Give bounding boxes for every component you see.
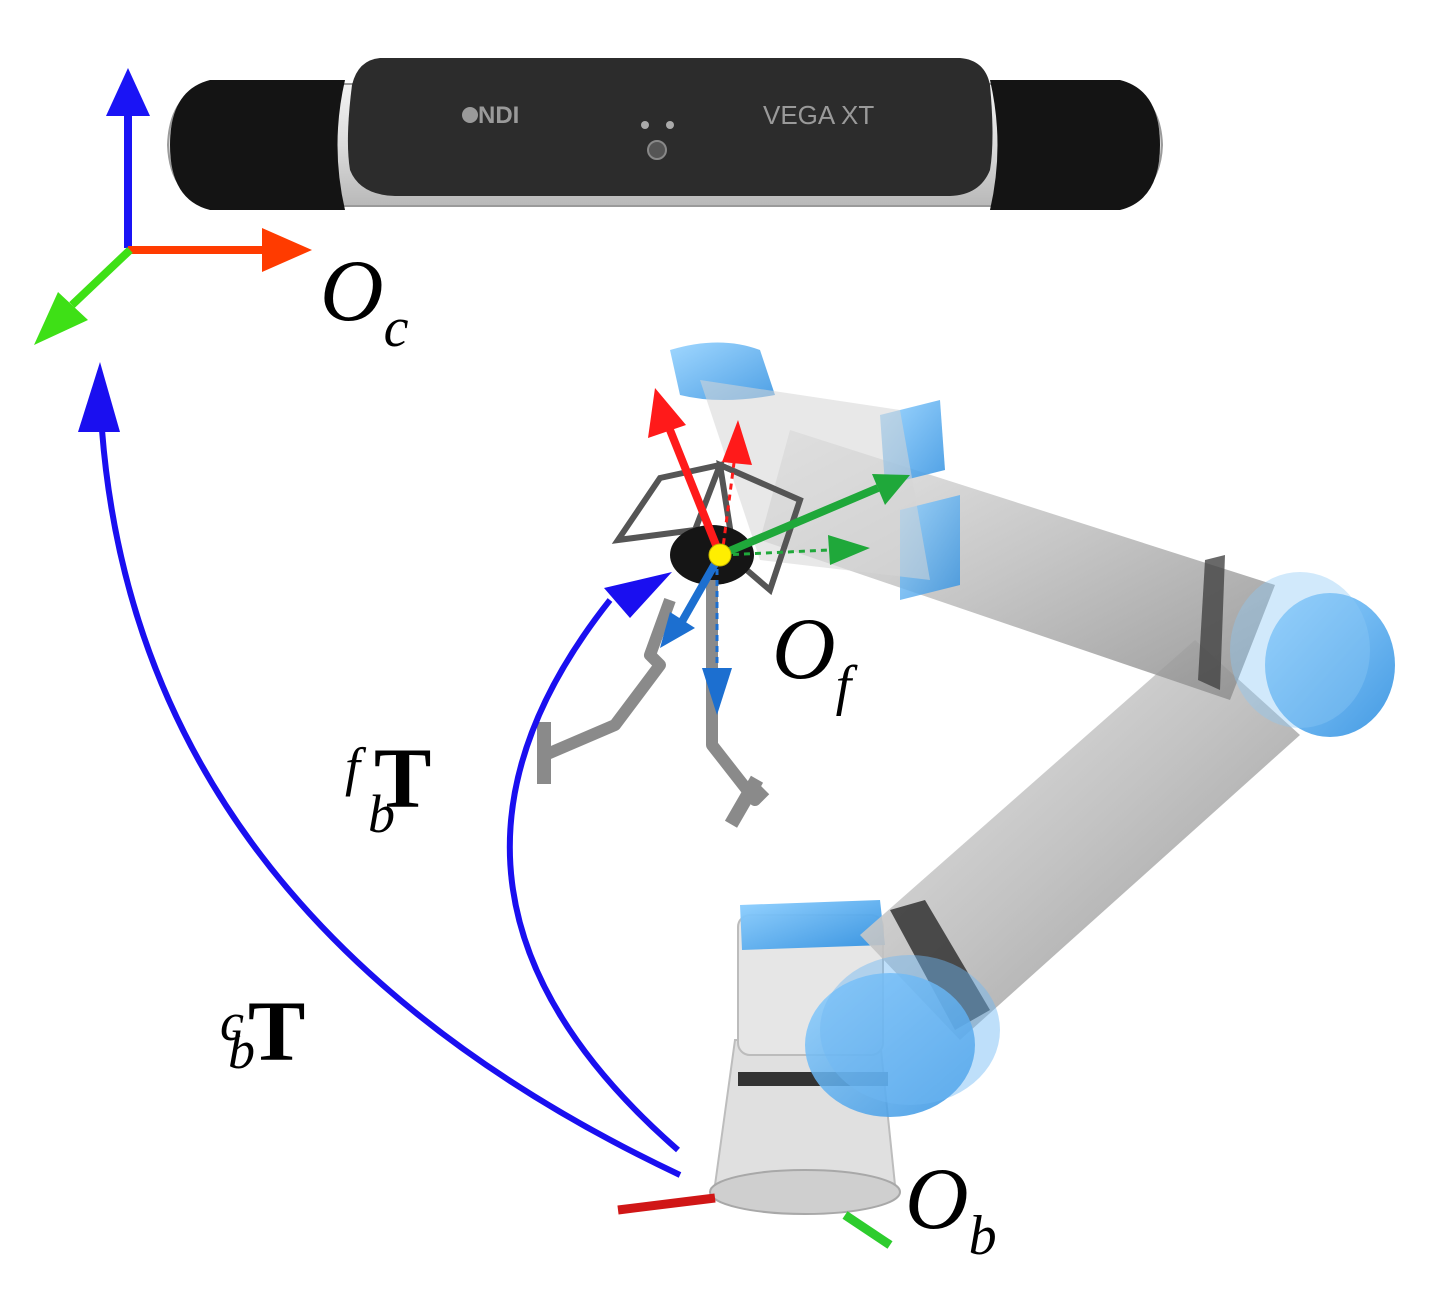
robot-lower-link bbox=[860, 640, 1300, 1040]
camera-left-lens-pod bbox=[170, 80, 345, 210]
camera-right-lens-pod bbox=[990, 80, 1160, 210]
transform-base-to-flange-arrow bbox=[506, 598, 680, 1153]
robot-shoulder-joint-cap-ghost bbox=[820, 955, 1000, 1105]
transform-base-to-flange-subscript: b bbox=[368, 784, 395, 844]
robot-elbow-joint-cap-ghost bbox=[1230, 572, 1370, 728]
robot-shoulder-joint-cap bbox=[805, 973, 975, 1117]
camera-model-label: VEGA XT bbox=[763, 100, 874, 130]
robot-lower-link-band bbox=[890, 900, 990, 1030]
robot-base-foot bbox=[709, 1169, 901, 1215]
flange-frame-label: Of bbox=[772, 601, 859, 717]
flange-coordinate-frame: Of bbox=[648, 388, 910, 717]
camera-frame-label: Oc bbox=[320, 243, 409, 359]
camera-brand-logo bbox=[462, 107, 478, 123]
transform-base-to-camera-arrow bbox=[99, 429, 682, 1178]
robot-arm bbox=[670, 342, 1395, 1215]
transform-base-to-flange-arrowhead bbox=[604, 572, 672, 618]
camera-y-arrowhead bbox=[34, 292, 88, 345]
base-coordinate-frame: Ob bbox=[617, 1151, 997, 1267]
flange-y-axis bbox=[718, 484, 880, 559]
camera-x-arrowhead bbox=[262, 228, 312, 272]
base-y-axis bbox=[842, 1211, 893, 1249]
camera-center-lens bbox=[647, 140, 667, 160]
flange-y-dashed-arrowhead bbox=[828, 535, 870, 565]
camera-y-axis bbox=[69, 247, 133, 308]
flange-y-axis-dashed bbox=[721, 548, 831, 557]
flange-z-dashed-arrowhead bbox=[702, 668, 732, 715]
transform-base-to-camera-label: cT bbox=[220, 983, 305, 1079]
camera-coordinate-frame: Oc bbox=[34, 68, 409, 359]
tool-center-point bbox=[708, 543, 732, 567]
flange-x-arrowhead bbox=[648, 388, 686, 438]
robot-upper-link-band bbox=[1198, 555, 1225, 690]
transform-base-to-camera-arrowhead bbox=[78, 362, 120, 432]
tool-probe-left bbox=[539, 597, 676, 780]
camera-indicator-led-left bbox=[641, 121, 649, 129]
base-x-axis bbox=[617, 1193, 716, 1215]
camera-brand-label: NDI bbox=[478, 102, 519, 129]
flange-x-axis bbox=[664, 423, 724, 557]
transform-base-to-camera-subscript: b bbox=[228, 1020, 255, 1080]
tool-probe-right bbox=[706, 580, 770, 806]
robot-wrist-3 bbox=[670, 342, 775, 400]
tool-probe-left-tip bbox=[537, 722, 551, 784]
transform-base-to-camera: cT b bbox=[78, 362, 682, 1178]
flange-x-dashed-arrowhead bbox=[722, 420, 752, 465]
flange-z-arrowhead bbox=[660, 612, 695, 648]
robot-elbow-joint-cap bbox=[1265, 593, 1395, 737]
camera-indicator-led-right bbox=[666, 121, 674, 129]
tool-probe-right-tip bbox=[724, 775, 764, 828]
flange-z-axis bbox=[676, 553, 724, 627]
robot-wrist-link bbox=[700, 380, 930, 580]
robot-shoulder-cap bbox=[740, 900, 885, 950]
camera-z-arrowhead bbox=[106, 68, 150, 116]
flange-y-arrowhead bbox=[872, 474, 910, 505]
flange-x-axis-dashed bbox=[720, 454, 737, 556]
base-frame-label: Ob bbox=[905, 1151, 997, 1267]
tracking-camera: NDI VEGA XT bbox=[166, 58, 1164, 210]
